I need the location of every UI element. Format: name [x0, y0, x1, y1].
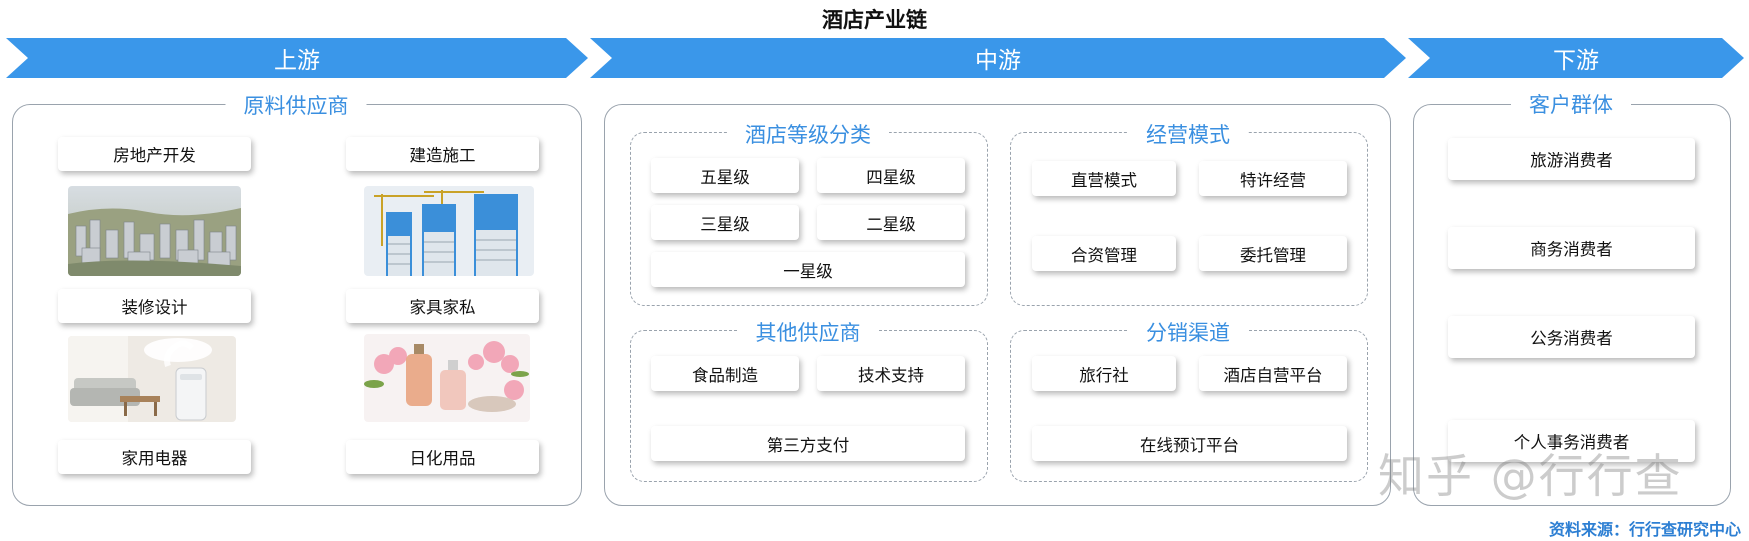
supplier-payment: 第三方支付: [651, 426, 965, 461]
model-joint-venture: 合资管理: [1032, 236, 1176, 271]
level-five-star: 五星级: [651, 158, 799, 193]
cosmetics-image: [364, 334, 530, 422]
model-direct: 直营模式: [1032, 161, 1176, 196]
stage-downstream-label: 下游: [1553, 48, 1599, 74]
model-franchise: 特许经营: [1199, 161, 1347, 196]
stage-upstream-label: 上游: [274, 48, 320, 74]
model-entrusted: 委托管理: [1199, 236, 1347, 271]
customer-personal: 个人事务消费者: [1448, 420, 1695, 462]
item-daily-chemicals: 日化用品: [346, 440, 539, 474]
customer-tourism: 旅游消费者: [1448, 138, 1695, 180]
downstream-title: 客户群体: [1511, 89, 1631, 119]
channel-online-booking: 在线预订平台: [1032, 426, 1347, 461]
customer-business: 商务消费者: [1448, 227, 1695, 269]
item-construction: 建造施工: [346, 137, 539, 171]
channel-travel-agency: 旅行社: [1032, 356, 1176, 391]
item-home-appliances: 家用电器: [58, 440, 251, 474]
business-model-group: [1010, 132, 1368, 306]
living-room-image: [68, 336, 236, 422]
upstream-title: 原料供应商: [225, 90, 367, 120]
diagram-title: 酒店产业链: [822, 8, 927, 32]
stage-midstream-label: 中游: [975, 48, 1021, 74]
level-two-star: 二星级: [817, 205, 965, 240]
supplier-food: 食品制造: [651, 356, 799, 391]
business-model-title: 经营模式: [1128, 119, 1248, 149]
real-estate-image: [68, 186, 241, 276]
level-one-star: 一星级: [651, 252, 965, 287]
stage-midstream: 中游: [590, 38, 1406, 78]
level-four-star: 四星级: [817, 158, 965, 193]
stage-upstream: 上游: [6, 38, 588, 78]
other-suppliers-title: 其他供应商: [737, 317, 879, 347]
construction-image: [364, 186, 534, 276]
watermark: 知乎 @行行查: [1378, 449, 1683, 503]
item-furniture: 家具家私: [346, 289, 539, 323]
supplier-tech: 技术支持: [817, 356, 965, 391]
source-note: 资料来源：行行查研究中心: [1548, 520, 1741, 539]
customer-government: 公务消费者: [1448, 316, 1695, 358]
hotel-levels-title: 酒店等级分类: [727, 119, 889, 149]
stage-downstream: 下游: [1408, 38, 1744, 78]
item-real-estate: 房地产开发: [58, 137, 251, 171]
level-three-star: 三星级: [651, 205, 799, 240]
distribution-title: 分销渠道: [1128, 317, 1248, 347]
item-decoration-design: 装修设计: [58, 289, 251, 323]
channel-own-platform: 酒店自营平台: [1199, 356, 1347, 391]
